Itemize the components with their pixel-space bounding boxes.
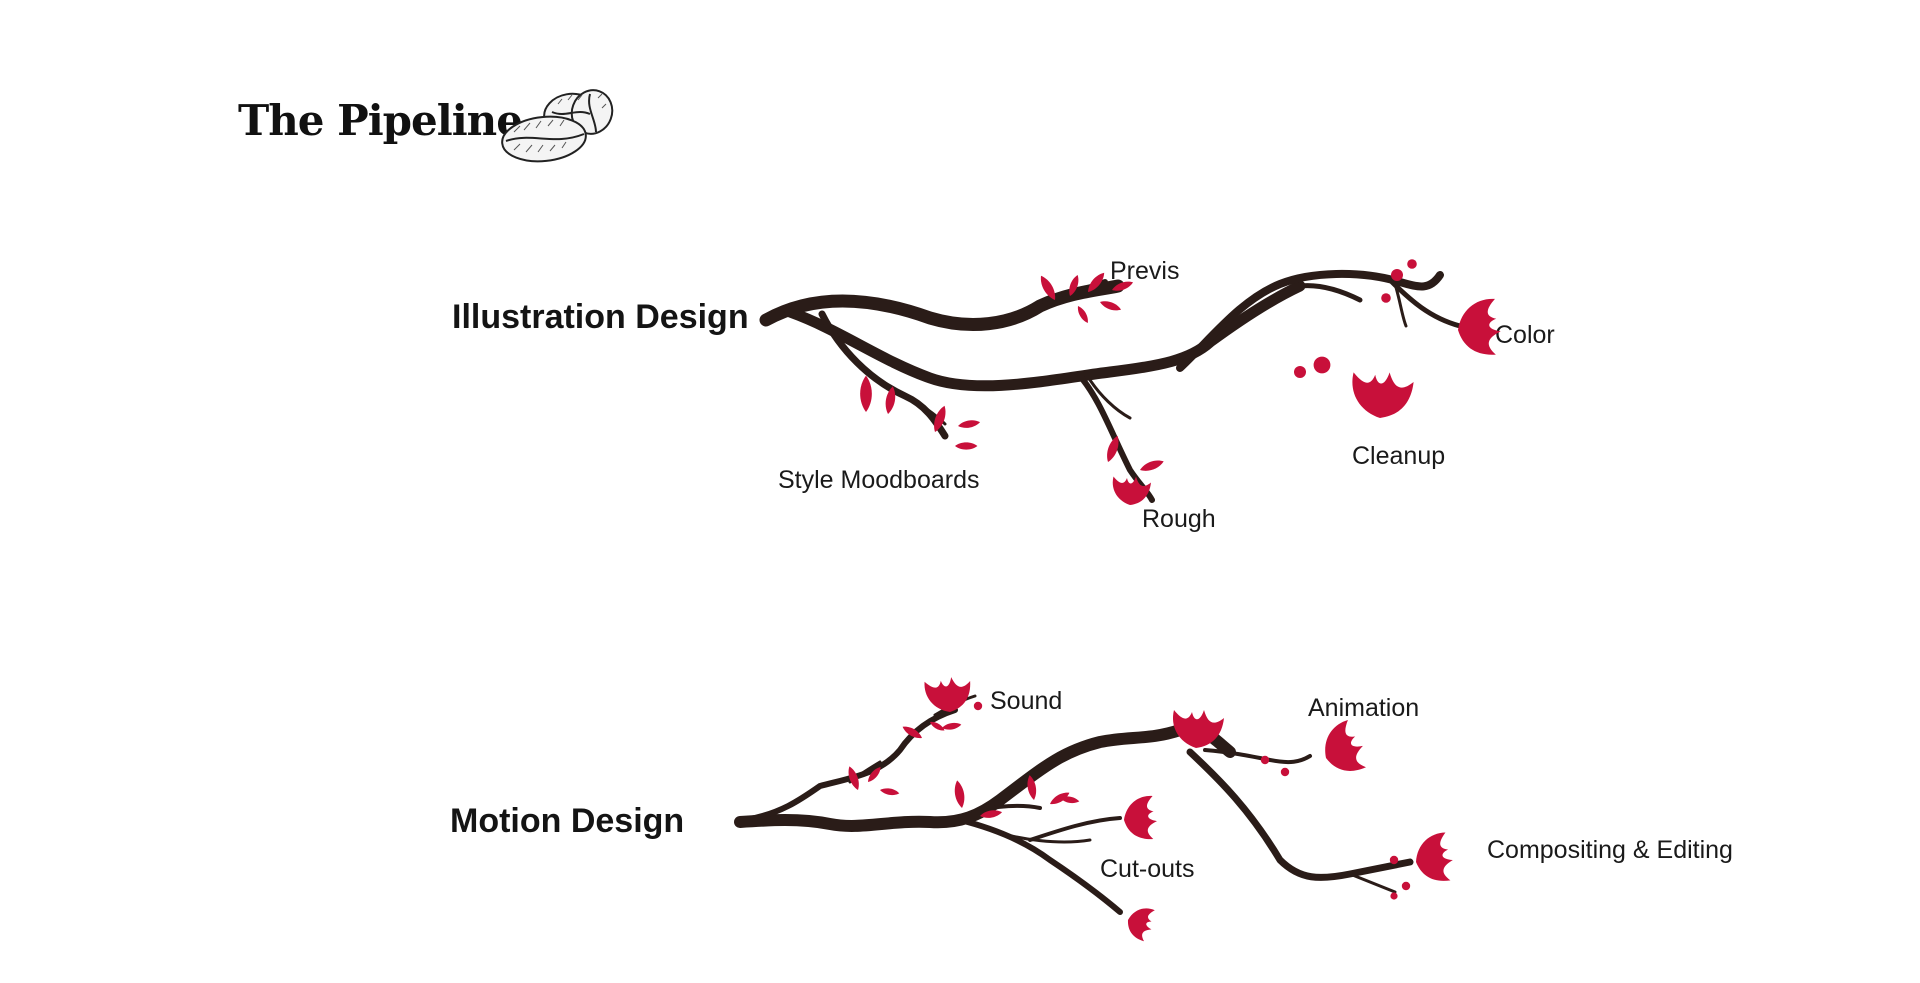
section-title-illustration-design: Illustration Design <box>452 298 749 336</box>
node-label-rough: Rough <box>1142 505 1216 533</box>
node-label-color: Color <box>1495 321 1555 349</box>
illustration-branch <box>759 270 1463 503</box>
coffee-beans-icon <box>501 89 614 163</box>
section-title-motion-design: Motion Design <box>450 802 685 840</box>
node-label-cut-outs: Cut-outs <box>1100 855 1195 883</box>
node-label-sound: Sound <box>990 687 1063 715</box>
node-label-previs: Previs <box>1110 257 1180 285</box>
node-label-animation: Animation <box>1308 694 1420 722</box>
page-title: The Pipeline <box>238 96 523 145</box>
node-label-compositing-editing: Compositing & Editing <box>1487 836 1733 864</box>
node-label-cleanup: Cleanup <box>1352 442 1446 470</box>
node-label-style-moodboards: Style Moodboards <box>778 466 980 494</box>
motion-branch <box>734 694 1414 915</box>
